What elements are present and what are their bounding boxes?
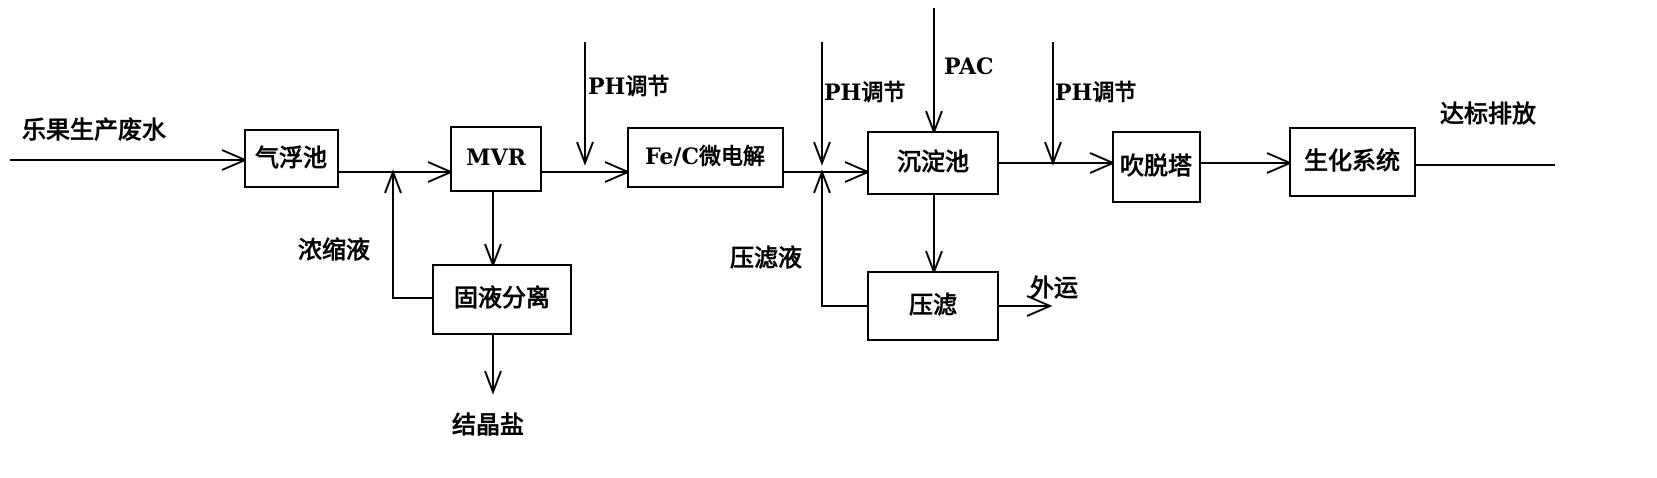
node-flotation: 气浮池 [244, 129, 339, 188]
filtrate-label: 压滤液 [730, 244, 802, 272]
outbound-label: 外运 [1030, 274, 1078, 302]
node-mvr: MVR [450, 126, 542, 192]
input-label: 乐果生产废水 [22, 116, 167, 144]
node-filter-press-label: 压滤 [909, 291, 957, 319]
discharge-label: 达标排放 [1440, 100, 1537, 128]
salt-label: 结晶盐 [452, 411, 524, 439]
node-biochem: 生化系统 [1289, 127, 1416, 197]
node-stripper: 吹脱塔 [1112, 131, 1201, 203]
ph-label-3: PH调节 [1055, 80, 1136, 106]
node-biochem-label: 生化系统 [1304, 147, 1400, 175]
arrowhead [484, 370, 502, 395]
concentrate-return-line [392, 172, 433, 299]
arrowhead [1044, 141, 1062, 166]
node-stripper-label: 吹脱塔 [1120, 152, 1193, 180]
filtrate-return-line [821, 172, 868, 307]
node-flotation-label: 气浮池 [254, 144, 327, 172]
node-mvr-label: MVR [466, 145, 526, 171]
node-separation: 固液分离 [432, 264, 572, 335]
arrowhead [384, 169, 402, 194]
node-separation-label: 固液分离 [454, 284, 550, 312]
node-sediment-label: 沉淀池 [897, 148, 969, 176]
arrowhead [813, 169, 831, 194]
node-sediment: 沉淀池 [867, 131, 999, 195]
node-filter-press: 压滤 [867, 271, 999, 341]
arrowhead [1026, 295, 1053, 317]
node-fec-label: Fe/C微电解 [645, 144, 765, 170]
arrowhead [576, 141, 594, 166]
pac-label: PAC [944, 54, 994, 80]
node-fec: Fe/C微电解 [627, 127, 784, 188]
arrowhead [813, 141, 831, 166]
ph-label-1: PH调节 [588, 74, 669, 100]
ph-label-2: PH调节 [824, 80, 905, 106]
concentrate-label: 浓缩液 [298, 236, 370, 264]
